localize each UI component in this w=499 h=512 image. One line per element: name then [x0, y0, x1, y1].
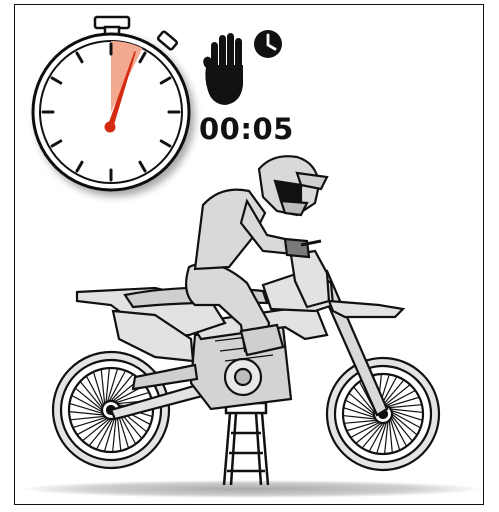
instruction-panel: 00:05	[14, 4, 484, 505]
stop-hand-icon	[203, 33, 243, 105]
illustration-canvas	[15, 5, 484, 505]
paddock-stand	[224, 403, 268, 485]
stopwatch-icon	[33, 17, 189, 190]
floor-shadow	[19, 480, 483, 498]
clock-icon	[254, 30, 282, 58]
timer-display: 00:05	[199, 111, 309, 147]
front-wheel	[327, 358, 439, 470]
